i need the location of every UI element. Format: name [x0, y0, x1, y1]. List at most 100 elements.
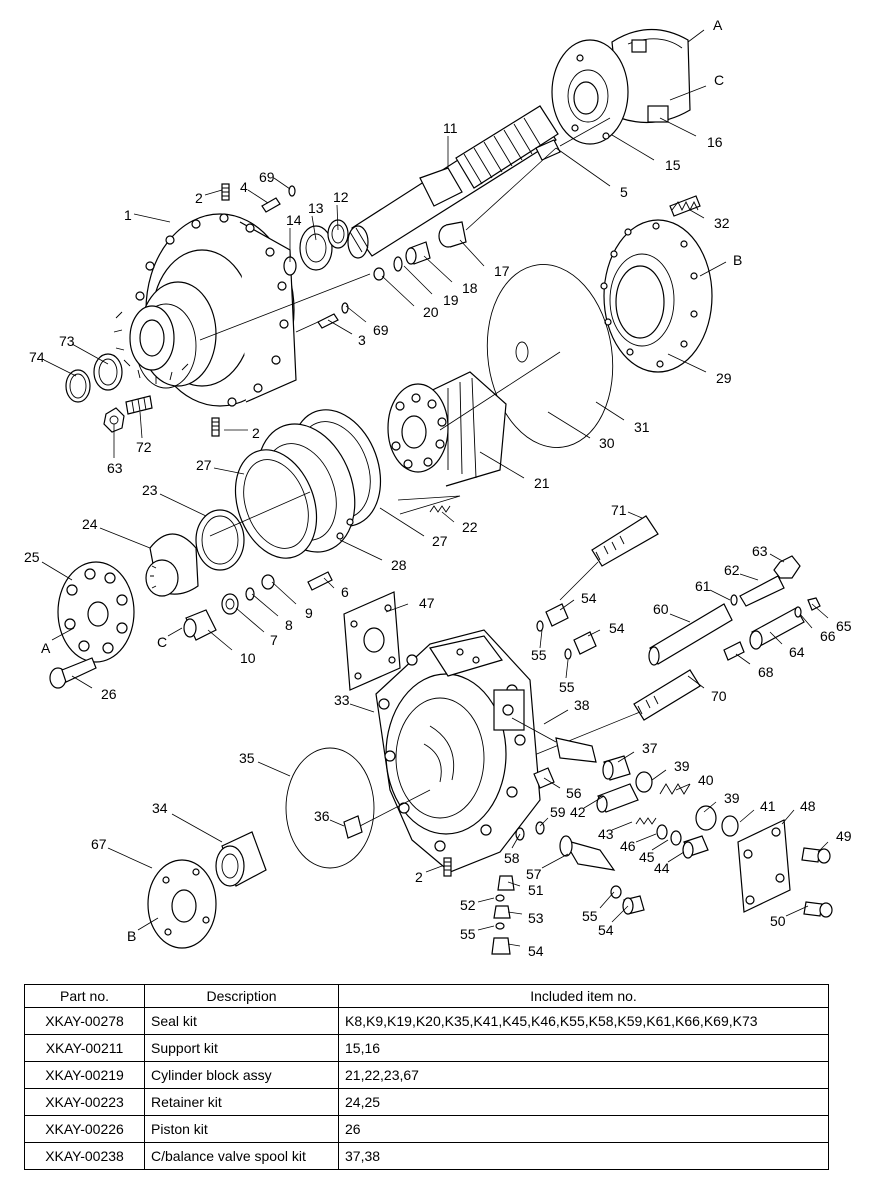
callout-label: C [157, 634, 167, 650]
stud-72 [125, 395, 153, 415]
snap-ring-74 [65, 369, 91, 403]
callout-leader-line [635, 833, 657, 843]
callout-label: 66 [820, 628, 836, 644]
fitting-54-bottom [491, 937, 511, 955]
callout-label: 70 [711, 688, 727, 704]
spring-32 [669, 195, 701, 217]
table-row: XKAY-00226 Piston kit 26 [24, 1115, 829, 1143]
collar-17 [438, 221, 467, 248]
callout-label: 52 [460, 897, 476, 913]
callout-leader-line [336, 204, 339, 231]
callout-leader-line [311, 215, 317, 241]
ring-23 [195, 509, 245, 571]
callout-label: C [714, 72, 724, 88]
fitting-51 [497, 875, 515, 891]
included-items-cell: 24,25 [338, 1088, 829, 1116]
pin-4 [261, 185, 296, 213]
callout-label: 54 [598, 922, 614, 938]
plate-27-b [234, 449, 318, 559]
callout-leader-line [541, 853, 569, 869]
callout-label: 31 [634, 419, 650, 435]
callout-label: 72 [136, 439, 152, 455]
callout-label: 18 [462, 280, 478, 296]
part-drawings [49, 28, 833, 955]
callout-label: 15 [665, 157, 681, 173]
callout-label: 71 [611, 502, 627, 518]
callout-label: 55 [460, 926, 476, 942]
callout-leader-line [99, 527, 151, 549]
callout-leader-line [251, 593, 279, 617]
callout-leader-line [565, 659, 569, 679]
callout-leader-line [739, 809, 755, 823]
callout-leader-line [669, 85, 707, 101]
included-items-cell: 21,22,23,67 [338, 1061, 829, 1089]
callout-leader-line [213, 467, 245, 475]
ring-66 [794, 606, 802, 618]
cap-65 [807, 597, 821, 611]
callout-label: 34 [152, 800, 168, 816]
part-no-cell: XKAY-00211 [24, 1034, 145, 1062]
header-included-items: Included item no. [338, 984, 829, 1008]
callout-leader-line [327, 319, 353, 335]
callout-leader-line [769, 553, 785, 563]
callout-leader-line [51, 627, 75, 641]
spool-38 [511, 717, 597, 763]
callout-label: A [713, 17, 723, 33]
callout-leader-line [477, 897, 495, 903]
callout-leader-line [137, 917, 159, 931]
callout-leader-line [811, 603, 829, 619]
bolt-70 [521, 669, 701, 761]
callout-label: 54 [581, 590, 597, 606]
callout-leader-line [459, 239, 485, 267]
callout-leader-line [543, 777, 561, 789]
callout-label: 22 [462, 519, 478, 535]
part-no-cell: XKAY-00219 [24, 1061, 145, 1089]
callout-label: 68 [758, 664, 774, 680]
table-row: XKAY-00219 Cylinder block assy 21,22,23,… [24, 1061, 829, 1089]
callout-leader-line [379, 507, 425, 537]
callout-leader-line [323, 577, 335, 589]
callout-leader-line [699, 261, 727, 277]
callout-label: 30 [599, 435, 615, 451]
callout-label: 17 [494, 263, 510, 279]
callout-leader-line [651, 769, 667, 781]
ring-9 [261, 574, 275, 590]
callout-leader-line [611, 821, 633, 831]
callout-label: A [41, 640, 51, 656]
callout-leader-line [43, 359, 77, 377]
callout-label: B [733, 252, 742, 268]
valve-body-33 [375, 629, 541, 873]
cover-48 [737, 819, 791, 913]
cylinder-block-21 [387, 371, 507, 487]
fitting-54-b [564, 631, 597, 660]
ring-19 [393, 256, 403, 272]
callout-label: 50 [770, 913, 786, 929]
table-header-row: Part no. Description Included item no. [24, 984, 829, 1008]
callout-leader-line [667, 353, 707, 373]
callout-label: 43 [598, 826, 614, 842]
part-no-cell: XKAY-00238 [24, 1142, 145, 1170]
callout-leader-line [345, 305, 367, 323]
callout-leader-line [207, 629, 233, 651]
description-cell: Piston kit [144, 1115, 339, 1143]
callout-leader-line [403, 265, 433, 295]
callout-label: 2 [195, 190, 203, 206]
callout-leader-line [799, 613, 813, 629]
bearing-13 [299, 225, 333, 271]
included-items-cell: 15,16 [338, 1034, 829, 1062]
callout-label: 12 [333, 189, 349, 205]
callout-label: 63 [752, 543, 768, 559]
description-cell: Cylinder block assy [144, 1061, 339, 1089]
description-cell: Retainer kit [144, 1088, 339, 1116]
plug-54-right [622, 895, 645, 915]
ring-8 [245, 587, 255, 601]
callout-leader-line [583, 795, 605, 809]
callout-leader-line [477, 925, 495, 931]
callout-label: 3 [358, 332, 366, 348]
spring-43 [635, 817, 657, 825]
part-no-cell: XKAY-00226 [24, 1115, 145, 1143]
bushing-34 [215, 831, 267, 887]
callout-label: 20 [423, 304, 439, 320]
callout-leader-line [703, 801, 717, 813]
callout-leader-line [611, 905, 629, 923]
